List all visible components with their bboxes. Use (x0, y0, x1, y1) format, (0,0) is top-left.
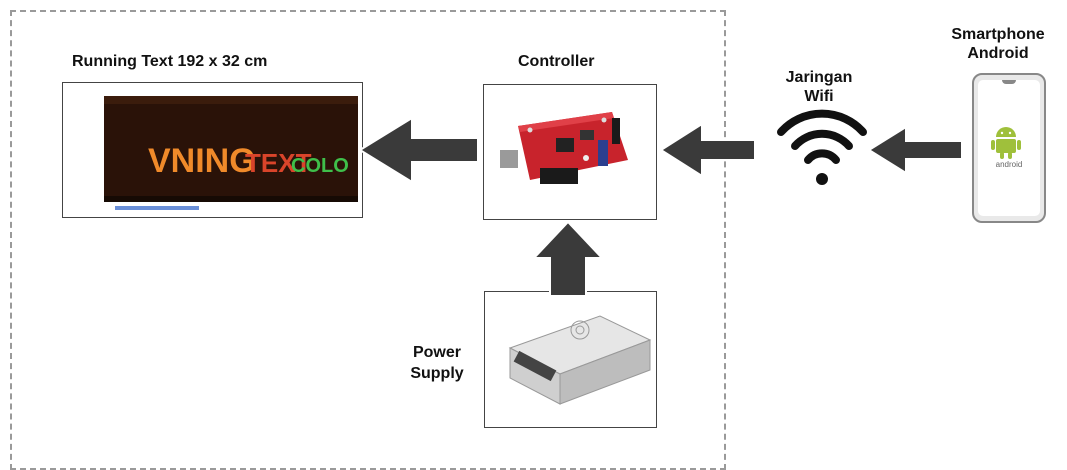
wifi-label-line2: Wifi (804, 88, 834, 105)
arrow-wifi-to-controller (659, 122, 756, 178)
smartphone-icon: android (972, 73, 1046, 223)
wifi-icon (777, 109, 867, 185)
running-text-label: Running Text 192 x 32 cm (72, 53, 268, 70)
power-supply-label-line2: Supply (410, 365, 464, 382)
arrow-controller-to-display (358, 116, 479, 184)
arrow-phone-to-wifi (867, 125, 963, 175)
led-sign-image: VNING TEXT COLO (104, 96, 358, 210)
led-text-part1: VNING (148, 142, 256, 180)
wifi-label-line1: Jaringan (785, 69, 853, 86)
smartphone-label-line2: Android (967, 45, 1029, 62)
controller-label: Controller (518, 53, 595, 70)
android-logo-icon (991, 127, 1021, 159)
led-text-part3: COLO (291, 155, 349, 177)
arrow-power-to-controller (531, 220, 605, 297)
led-text-part2: TEXT (245, 148, 312, 178)
smartphone-label-line1: Smartphone (951, 26, 1045, 43)
led-sign-caption-strip (115, 206, 199, 210)
controller-board-image (500, 112, 628, 184)
power-supply-image (508, 315, 652, 405)
power-supply-label-line1: Power (412, 344, 461, 361)
android-wordmark: android (996, 160, 1023, 169)
